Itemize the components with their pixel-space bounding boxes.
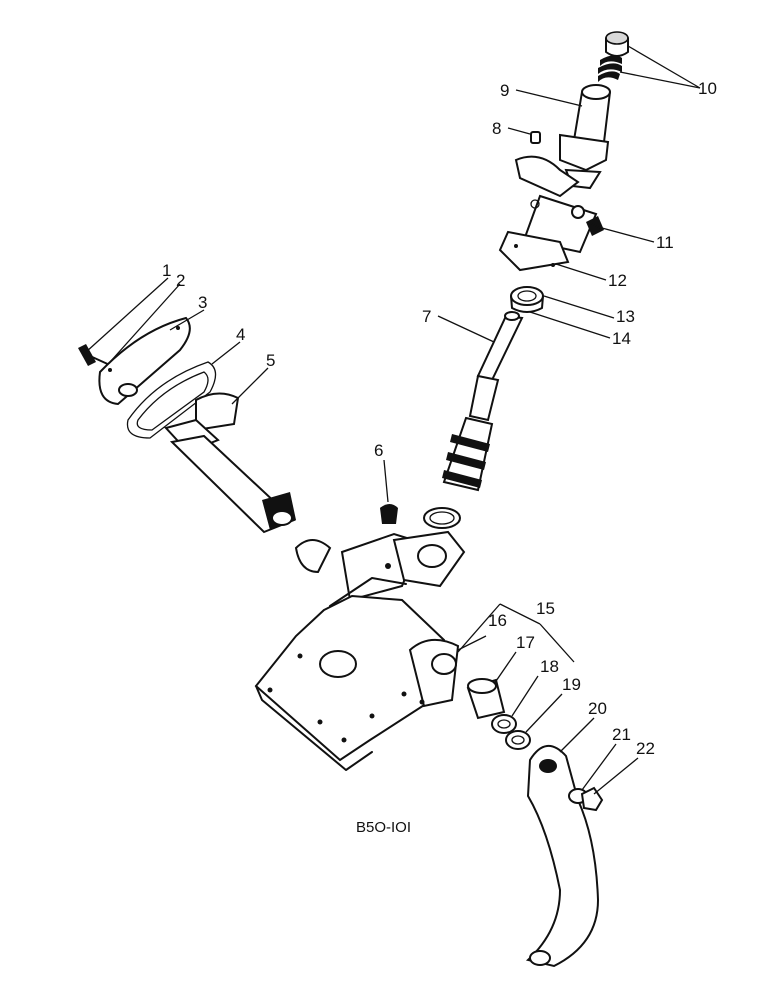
clamp-ring: [423, 507, 461, 529]
bushing-left: [294, 539, 332, 574]
callout-1: 1: [162, 261, 171, 280]
part-7-worm-shaft: [442, 311, 524, 492]
part-4-gasket: [126, 361, 217, 439]
part-10-cap-and-spring: [598, 31, 629, 82]
callout-9: 9: [500, 81, 509, 100]
callout-16: 16: [488, 611, 507, 630]
part-9-column-housing: [498, 84, 611, 272]
callout-5: 5: [266, 351, 275, 370]
callout-21: 21: [612, 725, 631, 744]
part-6-filler-plug: [380, 504, 398, 524]
part-19-washer: [505, 730, 531, 750]
part-5-sector-shaft: [164, 392, 296, 534]
part-17-bush: [466, 678, 506, 720]
callout-15: 15: [536, 599, 555, 618]
part-22-nut: [580, 786, 604, 812]
part-3-cover: [98, 316, 191, 406]
callout-22: 22: [636, 739, 655, 758]
callout-17: 17: [516, 633, 535, 652]
callout-13: 13: [616, 307, 635, 326]
callout-4: 4: [236, 325, 245, 344]
callout-12: 12: [608, 271, 627, 290]
part-1-bolt: [78, 344, 113, 367]
callout-14: 14: [612, 329, 631, 348]
callout-10: 10: [698, 79, 717, 98]
part-11-plug: [586, 216, 604, 236]
callout-7: 7: [422, 307, 431, 326]
callout-2: 2: [176, 271, 185, 290]
part-8-pin: [530, 131, 541, 144]
callout-19: 19: [562, 675, 581, 694]
callout-6: 6: [374, 441, 383, 460]
part-18-seal: [491, 714, 517, 734]
leader-lines: [85, 45, 701, 795]
gear-housing: [254, 530, 466, 771]
callout-8: 8: [492, 119, 501, 138]
callout-3: 3: [198, 293, 207, 312]
callout-18: 18: [540, 657, 559, 676]
part-13-bearing: [510, 286, 544, 313]
figure-label: B5O-IOI: [356, 819, 411, 836]
callout-20: 20: [588, 699, 607, 718]
part-20-drop-arm: [525, 745, 600, 968]
callout-11: 11: [656, 233, 674, 252]
callouts: 1 2 3 4 5 6 7 8 9 10 11 12 13 14 15 16 1…: [162, 79, 717, 758]
